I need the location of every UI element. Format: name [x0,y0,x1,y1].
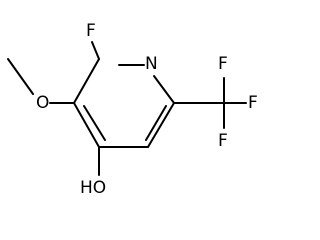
bond-c3-c2 [73,58,100,104]
bond-n1-c6 [153,75,175,104]
bond-c4-c3 [73,102,100,148]
atom-label-cf3-fluorine-right: F [248,93,258,113]
bond-c6-c5-inner [145,105,167,141]
atom-label-nitrogen: N [145,54,158,74]
atom-label-cf3-fluorine-bottom: F [218,131,228,151]
bond-c6-c5 [147,102,175,148]
atom-label-oxygen-methoxy: O [36,93,49,113]
bond-c4-c3-inner [83,105,106,141]
bond-c2-f [91,41,100,60]
bond-o-methyl [7,58,34,95]
atom-label-hydroxyl: HO [80,178,106,198]
molecule-structure-diagram: F N O HO F F F [7,21,258,198]
atom-label-cf3-fluorine-top: F [218,54,228,74]
atom-label-fluorine-ring: F [86,21,96,41]
